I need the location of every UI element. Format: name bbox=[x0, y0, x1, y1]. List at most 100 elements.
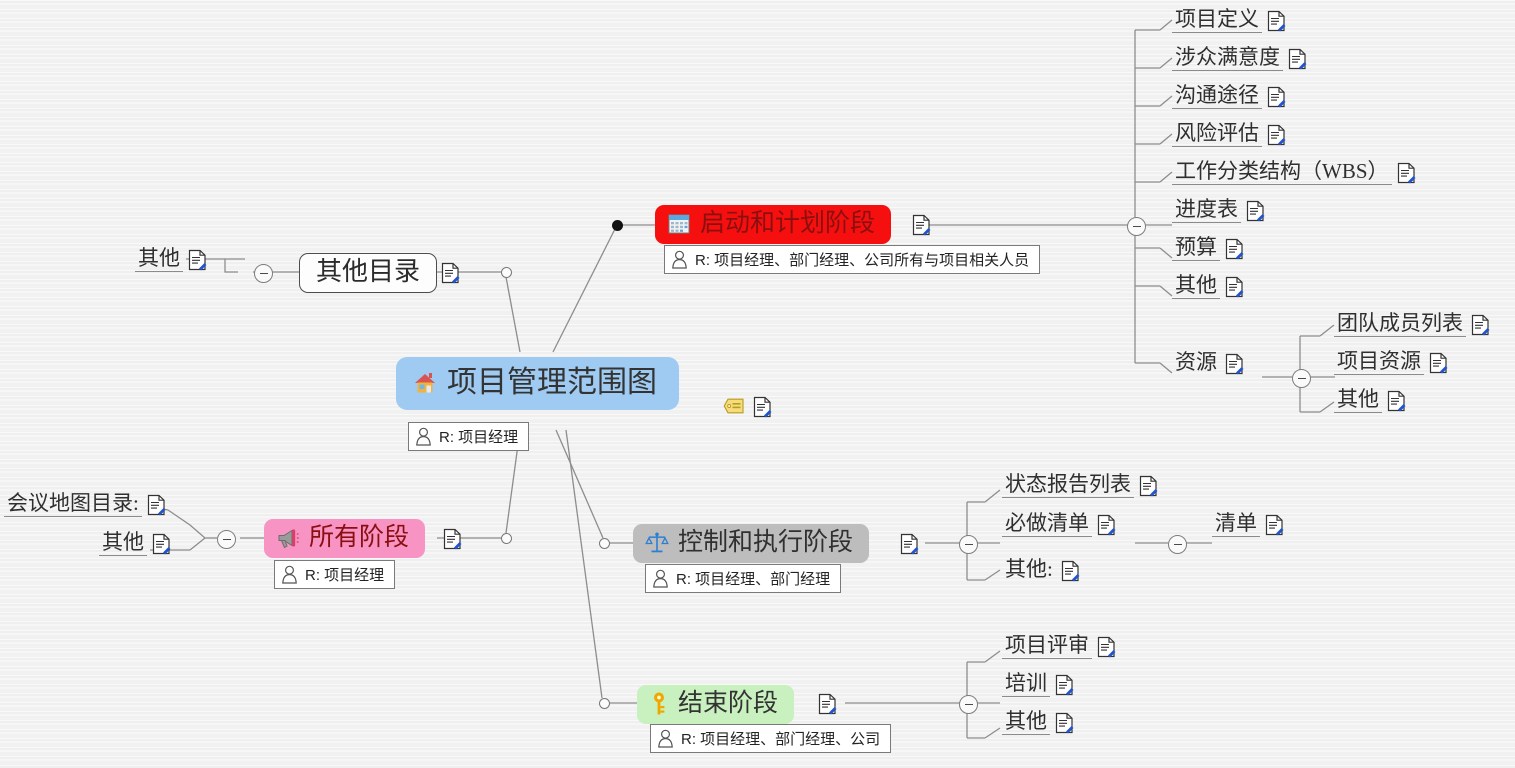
closing-responsibility-text: R: 项目经理、部门经理、公司 bbox=[681, 731, 881, 748]
person-icon bbox=[657, 729, 674, 748]
junction-dot-all-phases[interactable] bbox=[501, 533, 512, 544]
topic-status-report-list[interactable]: 状态报告列表 bbox=[1002, 472, 1158, 499]
note-document-icon[interactable] bbox=[1429, 352, 1448, 374]
topic-label: 其他 bbox=[1172, 273, 1220, 300]
topic-label: 团队成员列表 bbox=[1334, 311, 1466, 338]
junction-dot-initiation[interactable] bbox=[612, 220, 623, 231]
note-document-icon[interactable] bbox=[152, 533, 171, 555]
collapse-toggle-must-do-list[interactable] bbox=[1168, 535, 1187, 554]
collapse-toggle-other-catalog[interactable] bbox=[254, 264, 273, 283]
closing-responsibility-callout: R: 项目经理、部门经理、公司 bbox=[650, 724, 892, 753]
topic-stakeholder-satisfaction[interactable]: 涉众满意度 bbox=[1172, 45, 1307, 72]
topic-label: 涉众满意度 bbox=[1172, 45, 1283, 72]
collapse-toggle-resource[interactable] bbox=[1292, 369, 1311, 388]
topic-project-review[interactable]: 项目评审 bbox=[1002, 633, 1116, 660]
collapse-toggle-closing[interactable] bbox=[959, 695, 978, 714]
key-icon bbox=[649, 691, 669, 717]
control-responsibility-text: R: 项目经理、部门经理 bbox=[676, 571, 831, 588]
topic-meeting-map-catalog[interactable]: 会议地图目录: bbox=[4, 491, 166, 518]
topic-label: 清单 bbox=[1212, 511, 1260, 538]
topic-schedule[interactable]: 进度表 bbox=[1172, 197, 1265, 224]
note-document-icon[interactable] bbox=[1097, 636, 1116, 658]
junction-dot-control[interactable] bbox=[599, 538, 610, 549]
topic-label: 沟通途径 bbox=[1172, 83, 1262, 110]
topic-label: 必做清单 bbox=[1002, 511, 1092, 538]
all-phases-responsibility-callout: R: 项目经理 bbox=[274, 560, 396, 589]
topic-resource[interactable]: 资源 bbox=[1172, 350, 1244, 375]
junction-dot-other-catalog[interactable] bbox=[501, 267, 512, 278]
central-node-label: 项目管理范围图 bbox=[447, 366, 657, 399]
topic-training[interactable]: 培训 bbox=[1002, 671, 1074, 698]
node-other-catalog[interactable]: 其他目录 bbox=[299, 253, 438, 293]
note-document-icon[interactable] bbox=[1246, 200, 1265, 222]
note-document-icon[interactable] bbox=[1097, 514, 1116, 536]
note-document-icon[interactable] bbox=[1265, 514, 1284, 536]
junction-dot-closing[interactable] bbox=[599, 698, 610, 709]
scales-icon bbox=[645, 531, 669, 555]
note-document-icon[interactable] bbox=[441, 262, 460, 284]
topic-initiation-other[interactable]: 其他 bbox=[1172, 273, 1244, 300]
note-document-icon[interactable] bbox=[147, 494, 166, 516]
note-document-icon[interactable] bbox=[1267, 10, 1286, 32]
note-document-icon[interactable] bbox=[1061, 560, 1080, 582]
topic-budget[interactable]: 预算 bbox=[1172, 235, 1244, 262]
person-icon bbox=[281, 565, 298, 584]
collapse-toggle-all-phases[interactable] bbox=[217, 530, 236, 549]
topic-label: 培训 bbox=[1002, 671, 1050, 698]
node-initiation-label: 启动和计划阶段 bbox=[700, 210, 876, 237]
node-initiation-phase[interactable]: 启动和计划阶段 bbox=[655, 205, 892, 244]
topic-project-resource[interactable]: 项目资源 bbox=[1334, 349, 1448, 376]
topic-must-do-list[interactable]: 必做清单 bbox=[1002, 511, 1116, 538]
collapse-toggle-initiation[interactable] bbox=[1127, 217, 1146, 236]
note-document-icon[interactable] bbox=[1225, 238, 1244, 260]
node-control-label: 控制和执行阶段 bbox=[678, 529, 854, 556]
topic-control-other[interactable]: 其他: bbox=[1002, 557, 1080, 582]
topic-label: 其他 bbox=[99, 530, 147, 557]
topic-other-catalog-other[interactable]: 其他 bbox=[135, 246, 207, 273]
note-document-icon[interactable] bbox=[188, 249, 207, 271]
topic-closing-other[interactable]: 其他 bbox=[1002, 709, 1074, 736]
node-all-phases[interactable]: 所有阶段 bbox=[264, 519, 426, 558]
topic-risk-assessment[interactable]: 风险评估 bbox=[1172, 121, 1286, 148]
collapse-toggle-control[interactable] bbox=[959, 535, 978, 554]
note-document-icon[interactable] bbox=[1387, 390, 1406, 412]
node-control-phase[interactable]: 控制和执行阶段 bbox=[633, 524, 870, 563]
note-document-icon[interactable] bbox=[1139, 475, 1158, 497]
topic-all-phases-other[interactable]: 其他 bbox=[99, 530, 171, 557]
note-document-icon[interactable] bbox=[818, 693, 837, 715]
topic-label: 其他 bbox=[1334, 387, 1382, 414]
node-closing-phase[interactable]: 结束阶段 bbox=[637, 685, 795, 724]
note-document-icon[interactable] bbox=[1267, 124, 1286, 146]
topic-communication-channels[interactable]: 沟通途径 bbox=[1172, 83, 1286, 110]
note-document-icon[interactable] bbox=[443, 528, 462, 550]
topic-team-member-list[interactable]: 团队成员列表 bbox=[1334, 311, 1490, 338]
note-document-icon[interactable] bbox=[1288, 48, 1307, 70]
note-document-icon[interactable] bbox=[912, 214, 931, 236]
note-document-icon[interactable] bbox=[1055, 712, 1074, 734]
central-node[interactable]: 项目管理范围图 bbox=[396, 357, 679, 410]
node-other-catalog-label: 其他目录 bbox=[316, 257, 421, 286]
label-tag-icon[interactable] bbox=[723, 398, 745, 414]
topic-label: 预算 bbox=[1172, 235, 1220, 262]
initiation-responsibility-callout: R: 项目经理、部门经理、公司所有与项目相关人员 bbox=[664, 245, 1041, 274]
node-closing-label: 结束阶段 bbox=[678, 690, 779, 717]
note-document-icon[interactable] bbox=[1225, 276, 1244, 298]
topic-project-definition[interactable]: 项目定义 bbox=[1172, 7, 1286, 34]
megaphone-icon bbox=[276, 527, 300, 549]
person-icon bbox=[652, 569, 669, 588]
note-document-icon[interactable] bbox=[900, 533, 919, 555]
central-responsibility-callout: R: 项目经理 bbox=[408, 422, 530, 451]
person-icon bbox=[671, 250, 688, 269]
topic-label: 工作分类结构（WBS） bbox=[1172, 159, 1392, 186]
topic-checklist[interactable]: 清单 bbox=[1212, 511, 1284, 538]
topic-resource-other[interactable]: 其他 bbox=[1334, 387, 1406, 414]
note-document-icon[interactable] bbox=[1471, 314, 1490, 336]
note-document-icon[interactable] bbox=[1225, 353, 1244, 375]
note-document-icon[interactable] bbox=[1055, 674, 1074, 696]
note-document-icon[interactable] bbox=[753, 396, 772, 418]
topic-label: 资源 bbox=[1175, 350, 1217, 374]
topic-wbs[interactable]: 工作分类结构（WBS） bbox=[1172, 159, 1416, 186]
note-document-icon[interactable] bbox=[1397, 162, 1416, 184]
person-icon bbox=[415, 427, 432, 446]
note-document-icon[interactable] bbox=[1267, 86, 1286, 108]
